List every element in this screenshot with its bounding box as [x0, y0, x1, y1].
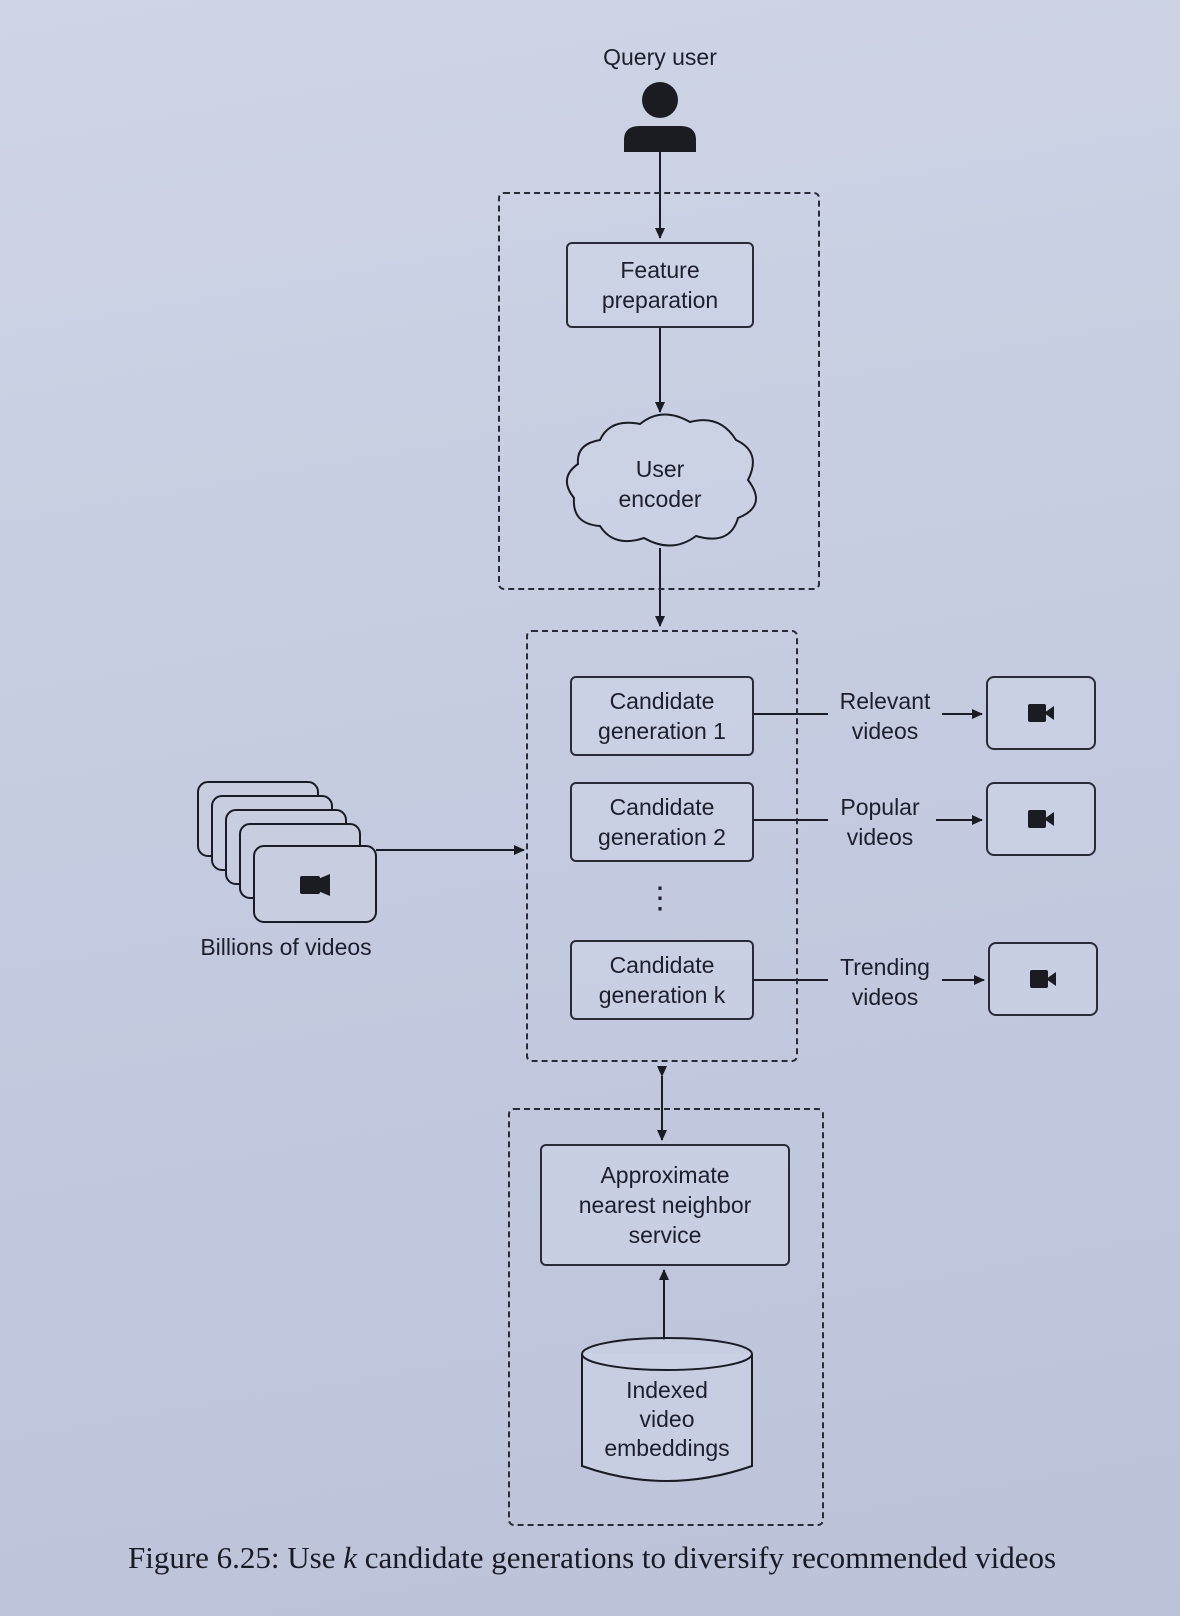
- billions-of-videos-label: Billions of videos: [200, 934, 372, 960]
- ann-service-line3: service: [628, 1222, 702, 1248]
- trending-videos-output-box: [988, 942, 1098, 1016]
- candidate-generation-2-line1: Candidate: [609, 794, 715, 820]
- relevant-videos-label: Relevant videos: [826, 686, 944, 746]
- candidate-generation-group: [526, 630, 798, 1062]
- trending-videos-label: Trending videos: [826, 952, 944, 1012]
- index-database-cylinder: [581, 1337, 753, 1482]
- ellipsis-vertical: ⋮: [645, 882, 675, 915]
- figure-caption: Figure 6.25: Use k candidate generations…: [128, 1540, 1178, 1576]
- video-camera-icon: [1030, 970, 1056, 988]
- caption-italic-k: k: [343, 1540, 358, 1575]
- indexed-embeddings-line3: embeddings: [604, 1435, 730, 1461]
- candidate-generation-k-line1: Candidate: [609, 952, 715, 978]
- popular-videos-line1: Popular: [840, 794, 920, 820]
- retrieval-group: [508, 1108, 824, 1526]
- relevant-videos-line1: Relevant: [839, 688, 931, 714]
- ann-service-line1: Approximate: [600, 1162, 730, 1188]
- candidate-generation-k-line2: generation k: [598, 982, 726, 1008]
- video-camera-icon: [1028, 704, 1054, 722]
- indexed-embeddings-line1: Indexed: [626, 1377, 708, 1403]
- ann-service-box: Approximate nearest neighbor service: [540, 1144, 790, 1266]
- user-encoder-label: User encoder: [618, 456, 702, 512]
- relevant-videos-line2: videos: [851, 718, 919, 744]
- candidate-generation-2-box: Candidate generation 2: [570, 782, 754, 862]
- user-tower-group: [498, 192, 820, 590]
- feature-preparation-label: Feature preparation: [601, 257, 719, 313]
- video-camera-icon: [1028, 810, 1054, 828]
- candidate-generation-2-line2: generation 2: [598, 824, 726, 850]
- caption-prefix: Figure 6.25: Use: [128, 1540, 344, 1575]
- user-icon: [624, 82, 696, 152]
- candidate-generation-k-box: Candidate generation k: [570, 940, 754, 1020]
- caption-suffix: candidate generations to diversify recom…: [357, 1540, 1057, 1575]
- candidate-generation-1-line2: generation 1: [598, 718, 726, 744]
- video-stack: [197, 781, 377, 923]
- query-user-label: Query user: [603, 44, 717, 70]
- feature-preparation-box: Feature preparation: [566, 242, 754, 328]
- candidate-generation-1-line1: Candidate: [609, 688, 715, 714]
- popular-videos-line2: videos: [846, 824, 914, 850]
- popular-videos-output-box: [986, 782, 1096, 856]
- trending-videos-line1: Trending: [840, 954, 930, 980]
- popular-videos-label: Popular videos: [826, 792, 934, 852]
- video-camera-icon: [300, 874, 330, 896]
- user-encoder-cloud: [566, 413, 757, 547]
- trending-videos-line2: videos: [851, 984, 919, 1010]
- indexed-embeddings-label: Indexed video embeddings: [588, 1376, 746, 1463]
- relevant-videos-output-box: [986, 676, 1096, 750]
- candidate-generation-1-box: Candidate generation 1: [570, 676, 754, 756]
- indexed-embeddings-line2: video: [639, 1406, 695, 1432]
- ann-service-line2: nearest neighbor: [578, 1192, 752, 1218]
